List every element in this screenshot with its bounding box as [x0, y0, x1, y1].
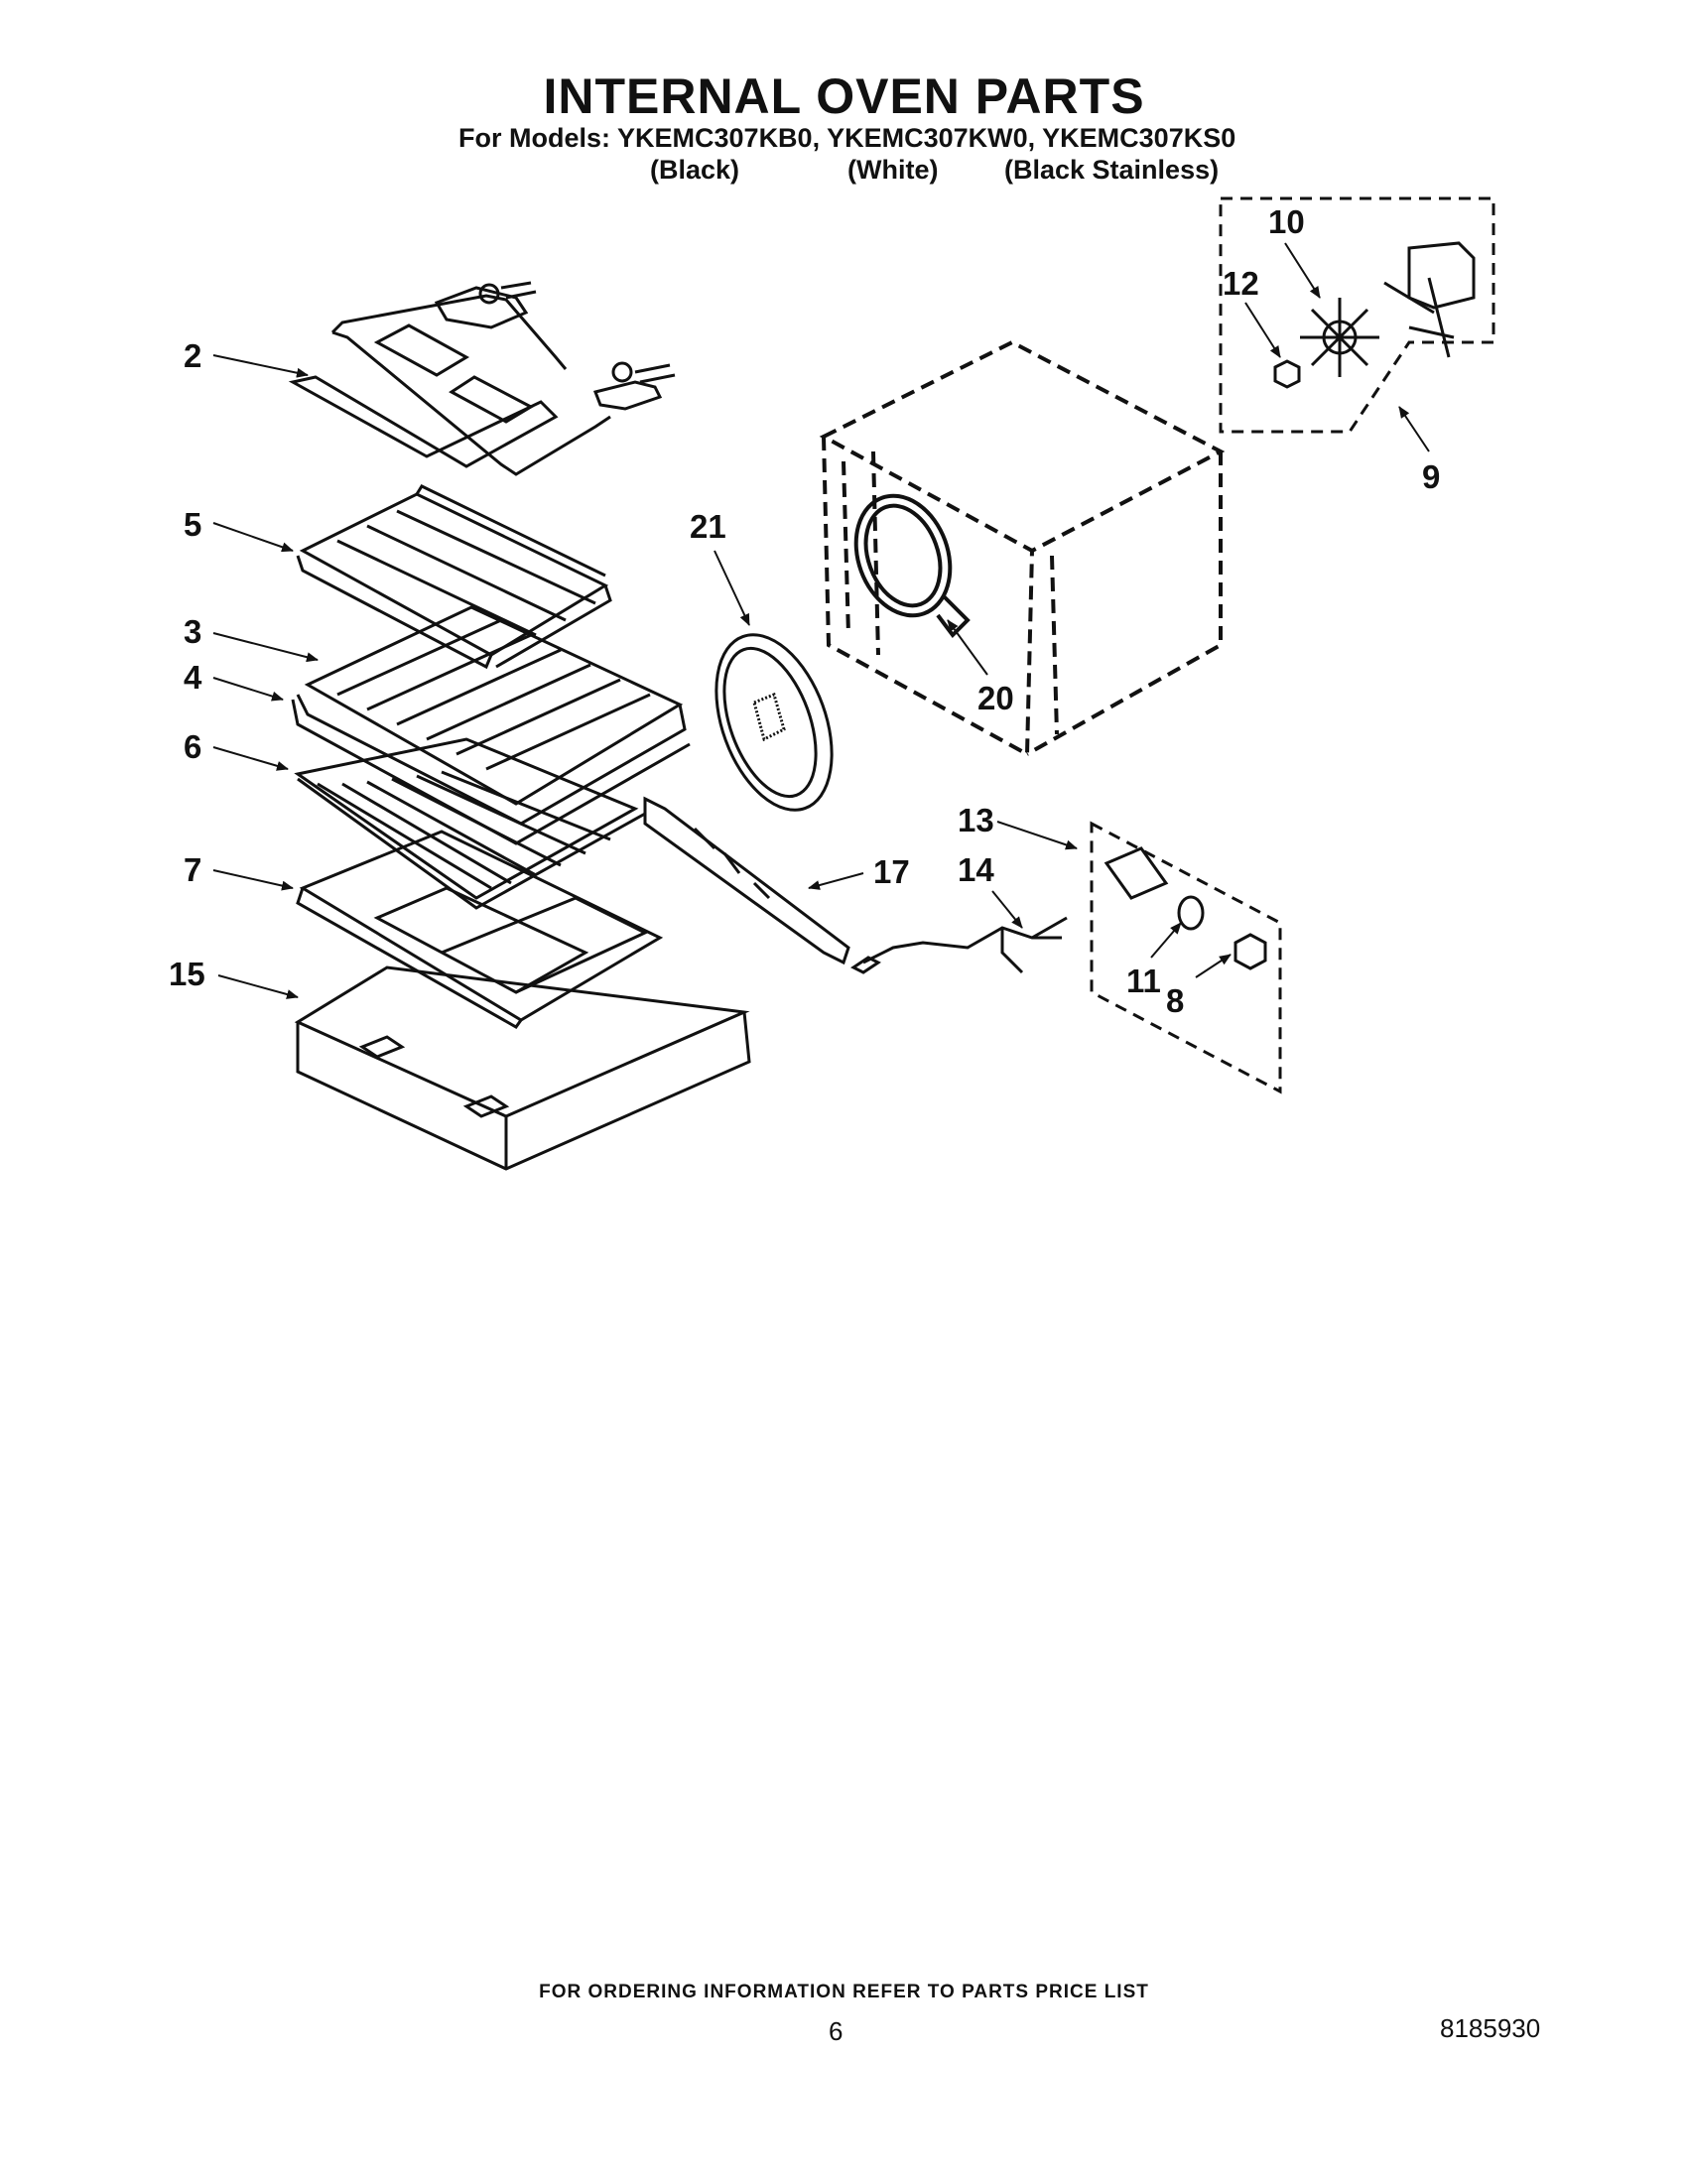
variant-black-stainless: (Black Stainless) [1004, 155, 1220, 185]
callout-15: 15 [169, 956, 205, 992]
callout-8: 8 [1166, 982, 1184, 1019]
callout-6: 6 [184, 728, 201, 765]
document-number: 8185930 [1440, 2013, 1541, 2043]
callout-7: 7 [184, 851, 201, 888]
models-line: For Models: YKEMC307KB0, YKEMC307KW0, YK… [458, 123, 1236, 153]
bottom-tray [294, 965, 751, 1171]
variant-black: (Black) [650, 155, 740, 185]
fan-assembly-box [1219, 196, 1495, 434]
callout-20: 20 [977, 680, 1014, 716]
side-bracket [643, 796, 850, 965]
page-title: INTERNAL OVEN PARTS [543, 68, 1145, 124]
variant-white: (White) [847, 155, 939, 185]
callout-4: 4 [184, 659, 202, 696]
probe-assembly [1104, 846, 1267, 970]
leader-arrows [212, 242, 1430, 999]
broiler-grid [296, 484, 612, 670]
callout-3: 3 [184, 613, 201, 650]
callout-2: 2 [184, 337, 201, 374]
probe-assembly-box [1090, 821, 1282, 1094]
callout-11: 11 [1126, 963, 1161, 999]
fan-assembly [1273, 241, 1476, 389]
oven-rack [294, 737, 664, 1029]
callout-10: 10 [1268, 203, 1305, 240]
callout-12: 12 [1223, 265, 1259, 302]
callout-14: 14 [958, 851, 994, 888]
page-number: 6 [829, 2016, 844, 2046]
callout-13: 13 [958, 802, 994, 838]
callout-21: 21 [690, 508, 726, 545]
oven-cavity [819, 339, 1226, 758]
temperature-probe [850, 916, 1068, 974]
callout-17: 17 [873, 853, 910, 890]
fan-cover [714, 633, 834, 812]
callout-5: 5 [184, 506, 201, 543]
ordering-info: FOR ORDERING INFORMATION REFER TO PARTS … [539, 1982, 1149, 2002]
convection-element [853, 493, 971, 639]
callout-9: 9 [1422, 458, 1440, 495]
broil-element [288, 281, 676, 476]
